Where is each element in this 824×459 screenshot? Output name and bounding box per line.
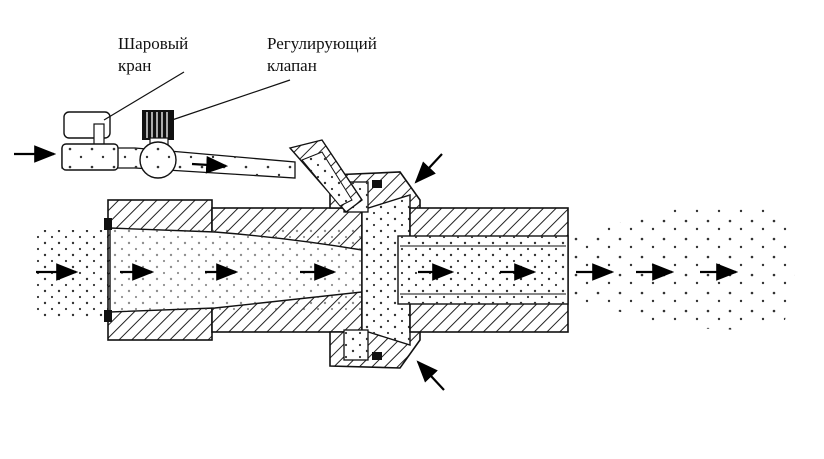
regulating-valve-icon (139, 110, 177, 179)
regulating-valve-label-line2: клапан (267, 56, 317, 75)
regulating-valve-leader (171, 79, 291, 121)
ball-valve-label-line1: Шаровый (118, 34, 189, 53)
flow-arrow-icon (14, 145, 739, 391)
outlet-spray-plume (565, 205, 795, 330)
ball-valve-leader (103, 71, 185, 121)
regulating-valve-label-line1: Регулирующий (267, 34, 377, 53)
supply-pipe (61, 139, 363, 213)
ball-valve-icon (61, 111, 119, 171)
ball-valve-label-line2: кран (118, 56, 152, 75)
